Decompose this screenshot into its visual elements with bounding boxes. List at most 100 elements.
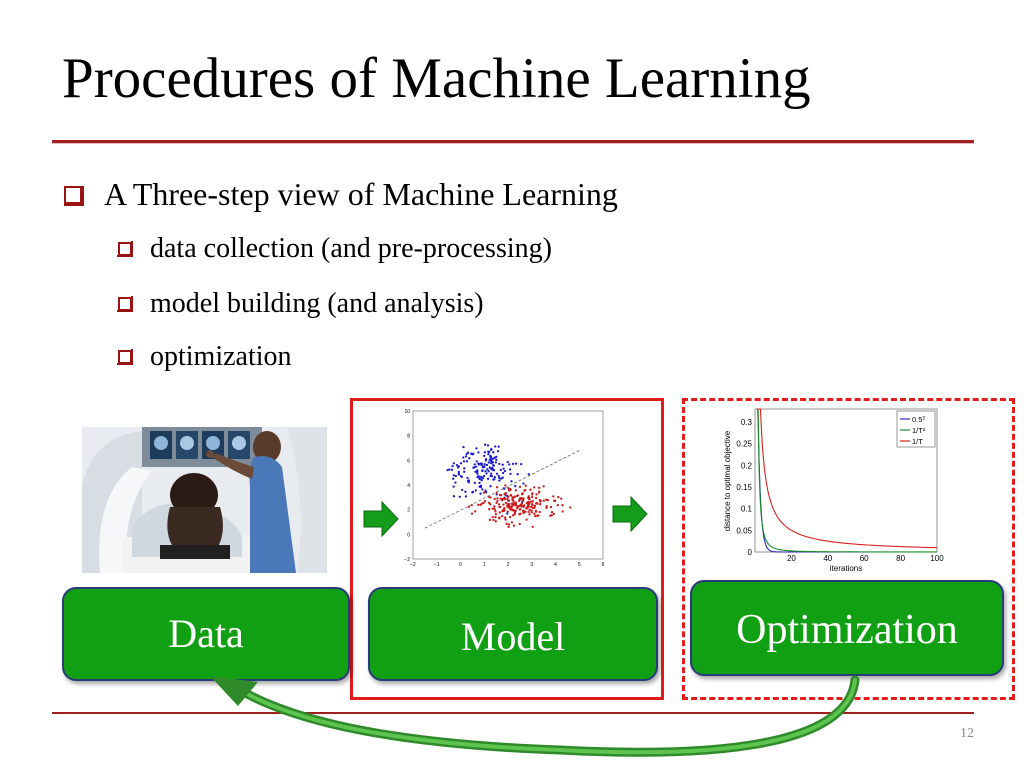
- scatter-point: [534, 509, 538, 513]
- scatter-point: [490, 447, 493, 451]
- scatter-point: [508, 489, 511, 492]
- scatter-point: [464, 495, 468, 498]
- scatter-point: [480, 463, 483, 467]
- scatter-point: [530, 505, 533, 509]
- scatter-point: [462, 456, 465, 459]
- scatter-point: [498, 462, 501, 466]
- scatter-point: [472, 466, 475, 469]
- scatter-point: [459, 462, 463, 465]
- scatter-point: [509, 508, 512, 511]
- scatter-point: [499, 497, 502, 500]
- x-tick-label: 1: [483, 562, 486, 567]
- scatter-point: [454, 481, 457, 484]
- scatter-point: [518, 504, 521, 508]
- scatter-point: [545, 506, 548, 509]
- scatter-point: [495, 472, 499, 475]
- scatter-point: [463, 467, 466, 470]
- slide-title: Procedures of Machine Learning: [62, 47, 811, 110]
- scatter-point: [526, 503, 530, 506]
- scatter-point: [473, 481, 476, 485]
- scatter-point: [504, 484, 507, 487]
- y-tick-label: 6: [407, 458, 410, 464]
- scatter-point: [495, 501, 498, 505]
- scatter-point: [500, 514, 504, 518]
- scatter-point: [530, 511, 533, 514]
- scatter-point: [460, 475, 463, 479]
- scatter-point: [514, 462, 518, 465]
- title-underline-shadow: [52, 143, 974, 144]
- scatter-point: [512, 500, 515, 503]
- scatter-point: [511, 502, 515, 505]
- scatter-point: [455, 464, 459, 467]
- y-tick-label: 0.1: [741, 505, 753, 514]
- scatter-point: [516, 473, 519, 476]
- scatter-point: [479, 503, 482, 507]
- scatter-point: [533, 512, 536, 515]
- scatter-point: [531, 492, 534, 495]
- scatter-point: [483, 500, 487, 503]
- scatter-point: [524, 484, 527, 487]
- legend-label: 1/T²: [912, 426, 926, 435]
- scatter-point: [503, 497, 506, 500]
- scatter-point: [522, 482, 525, 485]
- scatter-point: [462, 460, 466, 463]
- scatter-point: [477, 451, 480, 454]
- scatter-point: [448, 468, 451, 471]
- main-bullet-text: A Three-step view of Machine Learning: [104, 176, 618, 212]
- scatter-point: [494, 520, 497, 523]
- scatter-point: [474, 470, 477, 473]
- scatter-point: [522, 505, 525, 509]
- scatter-point: [489, 485, 492, 488]
- scatter-point: [520, 505, 523, 508]
- x-tick-label: 5: [578, 562, 581, 567]
- convergence-chart: distance to optimal objective iterations…: [723, 408, 944, 573]
- scatter-point: [498, 476, 501, 480]
- scatter-point: [503, 469, 507, 473]
- scatter-point: [510, 506, 513, 509]
- scatter-point: [561, 504, 564, 507]
- scatter-point: [545, 498, 548, 501]
- footer-rule: [52, 712, 974, 714]
- scatter-point: [482, 501, 485, 505]
- scatter-point: [528, 513, 531, 516]
- scatter-point: [506, 510, 509, 513]
- scatter-point: [466, 476, 469, 480]
- scatter-point: [477, 503, 480, 506]
- scatter-plot-area: [412, 410, 604, 560]
- scatter-point: [539, 503, 542, 506]
- legend-label: 1/T: [912, 437, 923, 446]
- scatter-point: [487, 452, 490, 456]
- scatter-point: [463, 470, 466, 473]
- scatter-point: [499, 477, 503, 480]
- title-underline: [52, 140, 974, 143]
- scatter-point: [494, 516, 497, 519]
- sub-bullet: data collection (and pre-processing): [117, 233, 552, 265]
- scatter-point: [483, 443, 487, 446]
- step-data-box: Data: [62, 587, 350, 681]
- scatter-point: [497, 474, 500, 478]
- scatter-point: [492, 478, 495, 481]
- scatter-point: [539, 499, 542, 502]
- scatter-point: [495, 493, 498, 496]
- scatter-point: [499, 494, 503, 497]
- scatter-point: [501, 476, 504, 479]
- scatter-point: [549, 505, 553, 509]
- scatter-point: [471, 490, 475, 494]
- scatter-point: [493, 508, 496, 511]
- scatter-point: [483, 451, 487, 454]
- right-arrow-icon: [363, 500, 399, 538]
- series-line: [756, 408, 937, 553]
- scatter-point: [495, 486, 499, 489]
- scatter-point: [495, 458, 498, 461]
- y-tick-label: 0: [748, 548, 753, 557]
- checkbox-bullet-icon: [64, 185, 84, 206]
- scatter-point: [452, 477, 455, 480]
- scatter-point: [509, 472, 512, 476]
- scatter-point: [491, 515, 494, 519]
- scatter-point: [480, 478, 483, 481]
- scatter-point: [478, 481, 481, 485]
- scatter-point: [481, 469, 484, 473]
- scatter-point: [522, 511, 525, 515]
- scatter-point: [527, 497, 531, 500]
- scatter-point: [483, 454, 486, 458]
